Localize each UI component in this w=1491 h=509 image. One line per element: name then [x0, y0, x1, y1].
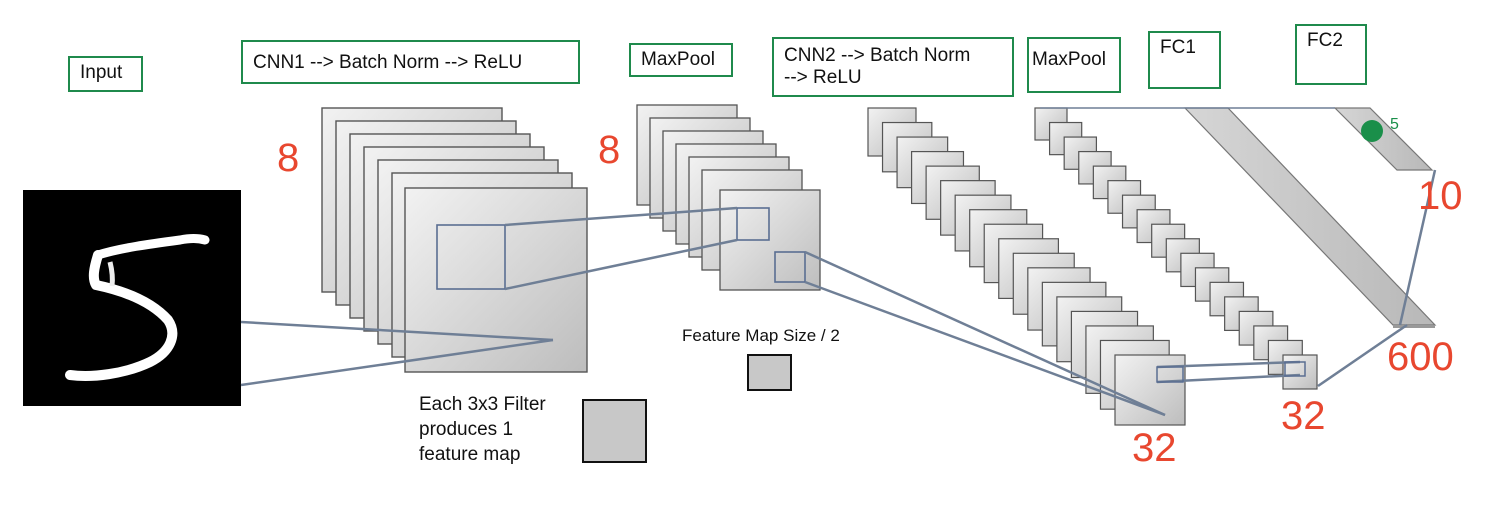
fc1-label-text: FC1	[1160, 37, 1196, 58]
cnn2-label-line2: --> ReLU	[784, 67, 862, 88]
fc2-label-text: FC2	[1307, 30, 1343, 51]
feature-map-size-square	[747, 354, 792, 391]
connector-lines	[240, 169, 1437, 417]
maxpool1-feature-maps	[636, 104, 821, 291]
maxpool2-count: 32	[1281, 394, 1326, 438]
filter-note-line3: feature map	[419, 444, 521, 465]
input-label: Input	[68, 56, 143, 92]
filter-square	[582, 399, 647, 463]
filter-note: Each 3x3 Filter produces 1 feature map	[419, 392, 546, 467]
fc2-layer	[1333, 107, 1434, 171]
fc2-label: FC2	[1295, 24, 1367, 85]
input-image	[23, 190, 241, 406]
cnn2-label: CNN2 --> Batch Norm --> ReLU	[772, 37, 1014, 97]
maxpool1-count: 8	[598, 128, 621, 172]
feature-map-size-note: Feature Map Size / 2	[682, 326, 840, 345]
cnn1-label: CNN1 --> Batch Norm --> ReLU	[241, 40, 580, 84]
cnn2-feature-maps	[867, 107, 1186, 426]
filter-note-line2: produces 1	[419, 419, 514, 440]
highlight-dot	[1361, 120, 1383, 142]
maxpool2-map	[1282, 354, 1318, 390]
maxpool1-label: MaxPool	[629, 43, 733, 77]
cnn2-label-line1: CNN2 --> Batch Norm	[784, 45, 971, 66]
input-label-text: Input	[80, 62, 123, 83]
fc1-count: 600	[1387, 335, 1454, 379]
maxpool2-label-text: MaxPool	[1032, 49, 1106, 70]
maxpool2-feature-maps	[1034, 107, 1318, 390]
cnn1-feature-maps	[321, 107, 588, 373]
cnn2-count: 32	[1132, 426, 1177, 470]
fc2-count: 10	[1418, 174, 1463, 218]
highlight-output-label: 5	[1390, 116, 1399, 133]
fc1-label: FC1	[1148, 31, 1221, 89]
cnn1-label-text: CNN1 --> Batch Norm --> ReLU	[253, 52, 523, 73]
cnn1-count: 8	[277, 136, 300, 180]
maxpool1-label-text: MaxPool	[641, 49, 715, 70]
maxpool2-label: MaxPool	[1027, 37, 1121, 93]
filter-note-line1: Each 3x3 Filter	[419, 394, 546, 415]
